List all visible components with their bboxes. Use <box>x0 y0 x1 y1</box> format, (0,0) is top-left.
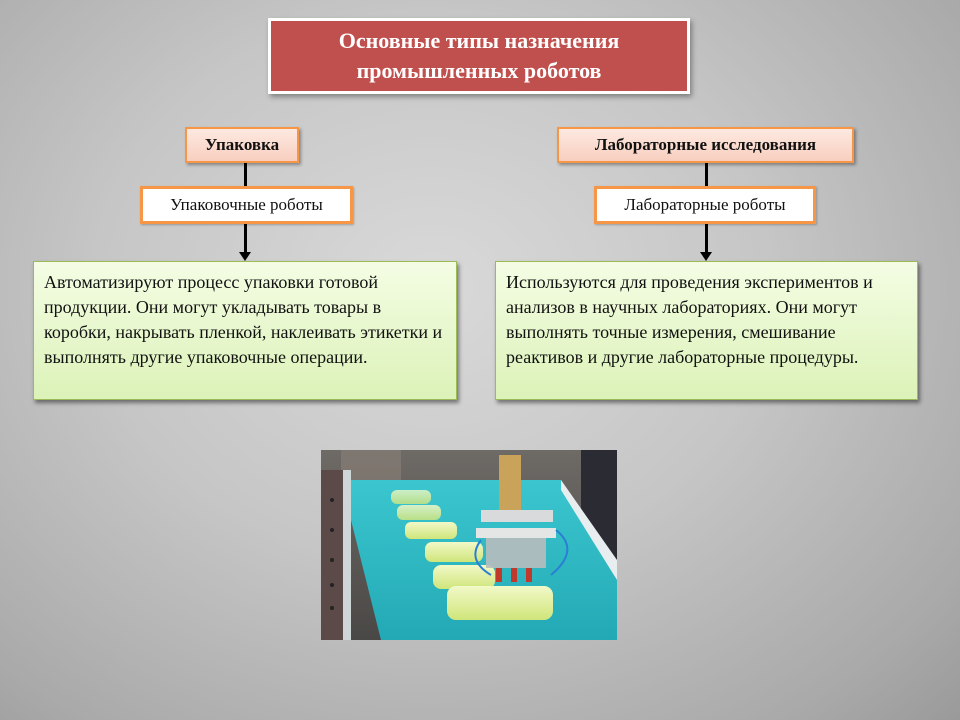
slide-title: Основные типы назначения промышленных ро… <box>268 18 690 94</box>
connector-line <box>705 224 708 254</box>
conveyor-robot-illustration <box>321 450 617 640</box>
description-lab: Используются для проведения эксперименто… <box>495 261 918 400</box>
category-packaging: Упаковка <box>185 127 299 163</box>
robot-type-label: Лабораторные роботы <box>624 195 786 214</box>
description-packaging: Автоматизируют процесс упаковки готовой … <box>33 261 457 400</box>
connector-line <box>244 224 247 254</box>
category-label: Упаковка <box>204 135 280 154</box>
connector-line <box>705 163 708 187</box>
category-lab-research: Лабораторные исследования <box>557 127 854 163</box>
title-line-2: промышленных роботов <box>356 58 602 83</box>
category-label: Лабораторные исследования <box>594 135 817 154</box>
robot-type-packaging: Упаковочные роботы <box>140 186 353 224</box>
description-text: Используются для проведения эксперименто… <box>506 272 873 367</box>
robot-type-label: Упаковочные роботы <box>170 195 323 214</box>
arrow-down-icon <box>700 252 712 261</box>
arrow-down-icon <box>239 252 251 261</box>
robot-type-lab: Лабораторные роботы <box>594 186 816 224</box>
title-line-1: Основные типы назначения <box>338 28 620 53</box>
connector-line <box>244 163 247 187</box>
description-text: Автоматизируют процесс упаковки готовой … <box>44 272 443 367</box>
packaging-robot-photo <box>321 450 617 640</box>
